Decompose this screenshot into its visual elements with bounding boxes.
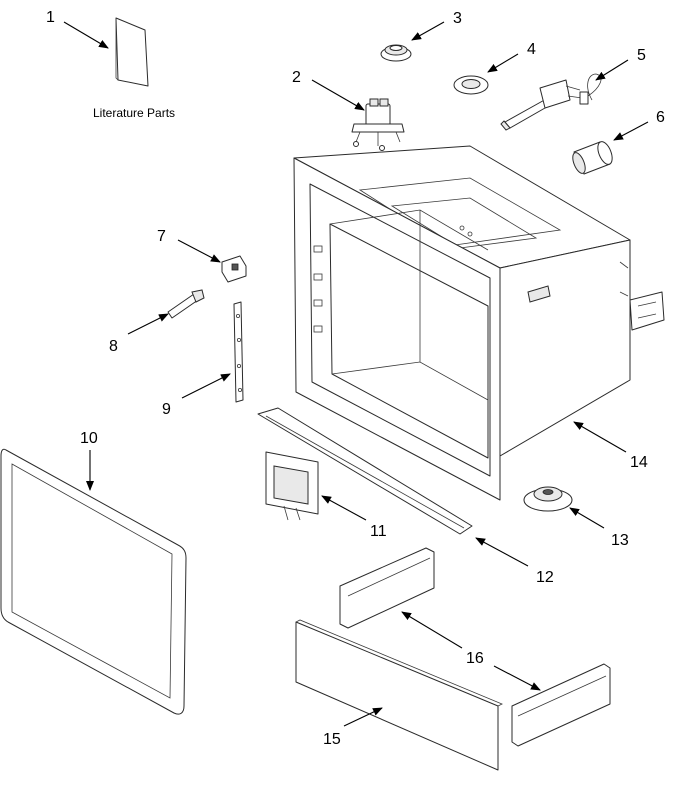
callout-7: 7 bbox=[157, 228, 166, 245]
callout-13: 13 bbox=[611, 532, 629, 549]
callout-labels: 1 2 3 4 5 6 7 8 9 10 11 12 13 14 15 16 bbox=[46, 9, 665, 748]
part-11-module bbox=[265, 451, 319, 521]
literature-parts-caption: Literature Parts bbox=[93, 106, 175, 120]
callout-9: 9 bbox=[162, 401, 171, 418]
part-1-literature: Literature Parts bbox=[93, 17, 175, 120]
callout-5: 5 bbox=[637, 47, 646, 64]
callout-10: 10 bbox=[80, 430, 98, 447]
part-8-pin bbox=[167, 289, 205, 319]
callout-8: 8 bbox=[109, 338, 118, 355]
callout-3: 3 bbox=[453, 10, 462, 27]
callout-1: 1 bbox=[46, 9, 55, 26]
part-16-brackets bbox=[339, 547, 611, 747]
callout-2: 2 bbox=[292, 69, 301, 86]
leader-lines bbox=[63, 21, 649, 727]
part-4-washer bbox=[453, 75, 489, 95]
part-9-strip bbox=[233, 301, 244, 403]
part-10-gasket bbox=[0, 448, 187, 715]
callout-14: 14 bbox=[630, 454, 648, 471]
part-7-bracket bbox=[221, 255, 247, 283]
callout-11: 11 bbox=[370, 523, 387, 540]
part-5-igniter bbox=[500, 73, 602, 131]
part-6-cylinder bbox=[572, 141, 613, 175]
part-14-cavity bbox=[293, 145, 665, 501]
part-13-burner bbox=[523, 486, 573, 512]
callout-12: 12 bbox=[536, 569, 554, 586]
callout-16: 16 bbox=[466, 650, 484, 667]
part-2-valve bbox=[351, 98, 405, 151]
part-12-trim bbox=[257, 407, 473, 535]
callout-4: 4 bbox=[527, 41, 536, 58]
part-3-grommet bbox=[380, 44, 412, 62]
callout-15: 15 bbox=[323, 731, 341, 748]
part-15-panel bbox=[295, 619, 503, 771]
callout-6: 6 bbox=[656, 109, 665, 126]
